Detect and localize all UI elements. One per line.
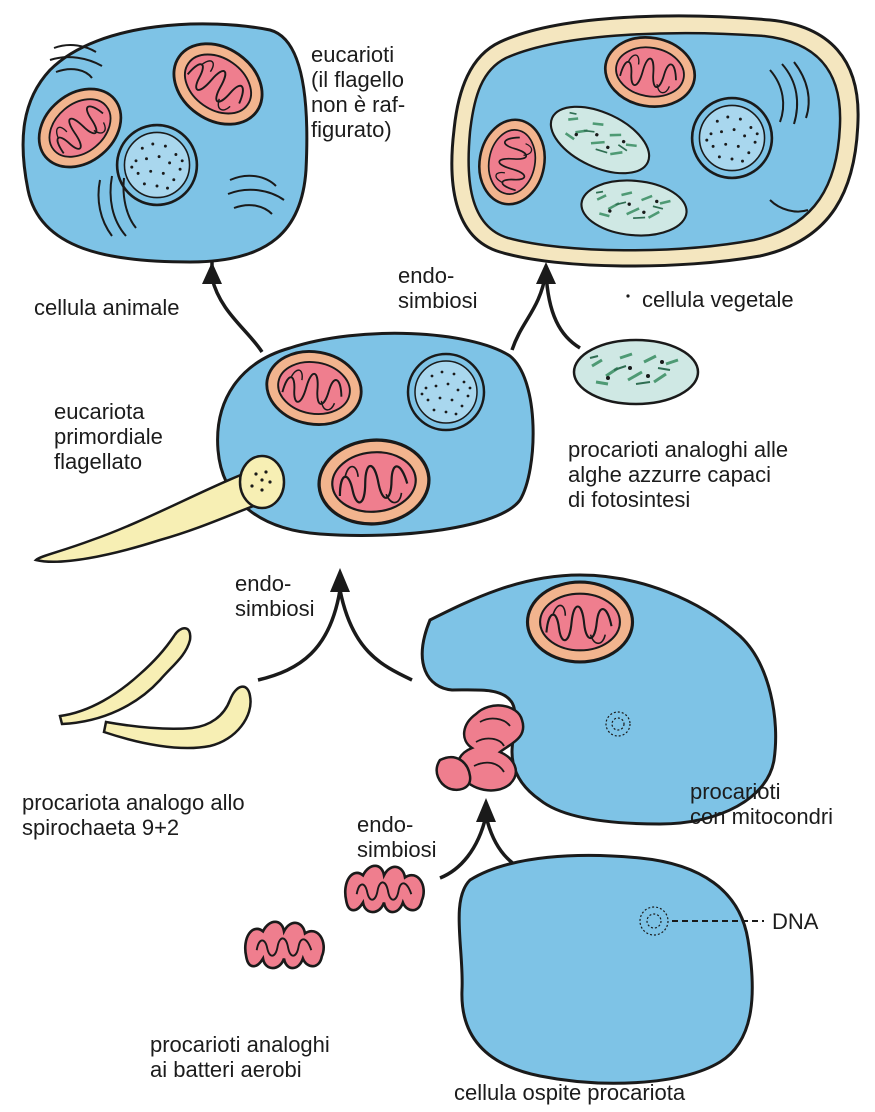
label-eukaryotes: eucarioti (il flagello non è raf- figura… (311, 42, 405, 142)
label-spirochete: procariota analogo allo spirochaeta 9+2 (22, 790, 245, 840)
label-photosynthetic-prokaryotes: procarioti analoghi alle alghe azzurre c… (568, 437, 788, 512)
label-dna: DNA (772, 909, 818, 934)
label-endosymbiosis-top: endo- simbiosi (398, 263, 477, 313)
label-endosymbiosis-bottom: endo- simbiosi (357, 812, 436, 862)
animal-cell (23, 24, 307, 262)
label-endosymbiosis-middle: endo- simbiosi (235, 571, 314, 621)
arrowhead-bottom (476, 798, 496, 822)
plant-cell (452, 16, 858, 266)
label-prokaryotes-mitochondria: procarioti con mitocondri (690, 779, 833, 829)
arrowheads-top (202, 262, 556, 284)
aerobic-bacterium-2 (245, 922, 323, 968)
label-animal-cell: cellula animale (34, 295, 180, 320)
aerobic-bacterium-1 (345, 866, 423, 912)
label-primordial-eukaryote: eucariota primordiale flagellato (54, 399, 163, 474)
host-prokaryote-cell (459, 855, 764, 1083)
blue-green-algae-prokaryote (574, 340, 698, 404)
spirochetes (60, 628, 251, 748)
label-host-cell: cellula ospite procariota (454, 1080, 685, 1105)
label-aerobic-bacteria: procarioti analoghi ai batteri aerobi (150, 1032, 330, 1082)
label-plant-cell: cellula vegetale (642, 287, 794, 312)
arrowhead-middle (330, 568, 350, 592)
